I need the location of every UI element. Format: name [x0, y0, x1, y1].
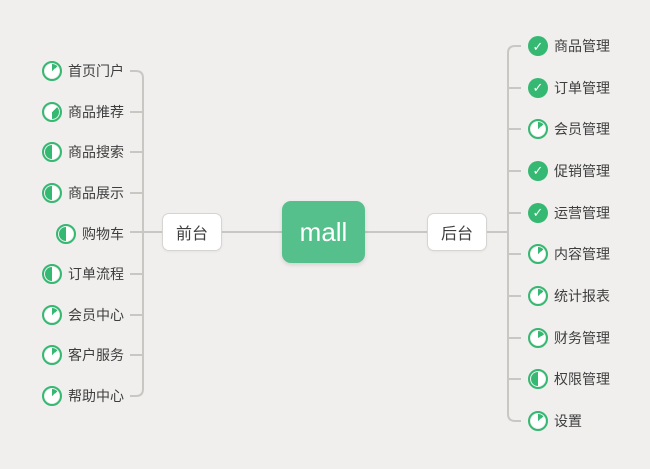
topic-label: 商品推荐 [68, 103, 124, 120]
root-node-mall[interactable]: mall [282, 201, 365, 263]
progress-done-icon: ✓ [528, 36, 548, 56]
frontend-node-label: 前台 [175, 226, 208, 243]
topic-item[interactable]: 权限管理 [528, 369, 610, 390]
progress-pie-icon [528, 285, 548, 306]
progress-done-icon: ✓ [528, 202, 548, 223]
progress-pie-icon [528, 410, 548, 431]
topic-label: 财务管理 [554, 329, 610, 346]
topic-label: 统计报表 [554, 287, 610, 304]
progress-pie-icon [528, 369, 548, 390]
topic-item[interactable]: 会员管理 [528, 119, 610, 140]
topic-label: 权限管理 [554, 371, 610, 388]
progress-done-icon: ✓ [528, 160, 548, 181]
topic-item[interactable]: 购物车 [56, 223, 124, 244]
topic-item[interactable]: ✓ 运营管理 [528, 202, 610, 223]
topic-item[interactable]: 订单流程 [42, 264, 124, 285]
topic-label: 订单管理 [554, 79, 610, 96]
topic-label: 会员中心 [68, 306, 124, 323]
topic-label: 内容管理 [554, 246, 610, 263]
progress-pie-icon [42, 101, 62, 122]
right-branch-connectors [365, 45, 521, 422]
topic-item[interactable]: ✓ 订单管理 [528, 77, 610, 98]
topic-item[interactable]: ✓ 促销管理 [528, 160, 610, 181]
topic-item[interactable]: 商品推荐 [42, 101, 124, 122]
topic-item[interactable]: 统计报表 [528, 285, 610, 306]
topic-label: 商品展示 [68, 184, 124, 201]
topic-item[interactable]: 会员中心 [42, 304, 124, 325]
topic-item[interactable]: 客户服务 [42, 345, 124, 366]
topic-label: 设置 [554, 412, 582, 429]
topic-item[interactable]: 商品搜索 [42, 142, 124, 163]
topic-item[interactable]: 帮助中心 [42, 386, 124, 406]
progress-pie-icon [42, 61, 62, 81]
topic-label: 商品管理 [554, 38, 610, 54]
topic-label: 订单流程 [68, 266, 124, 283]
progress-pie-icon [528, 244, 548, 265]
node-frontend[interactable]: 前台 [162, 213, 222, 251]
frontend-items-list: 首页门户 商品推荐 商品搜索 商品展示 购物车 订单流程 会员中心 客户服务 [18, 61, 124, 406]
topic-label: 帮助中心 [68, 388, 124, 404]
progress-pie-icon [528, 327, 548, 348]
topic-item[interactable]: 商品展示 [42, 182, 124, 203]
progress-done-icon: ✓ [528, 77, 548, 98]
progress-pie-icon [42, 142, 62, 163]
progress-pie-icon [56, 223, 76, 244]
topic-item[interactable]: 内容管理 [528, 244, 610, 265]
node-backend[interactable]: 后台 [427, 213, 487, 251]
topic-item[interactable]: ✓ 商品管理 [528, 36, 610, 56]
topic-label: 商品搜索 [68, 144, 124, 161]
topic-label: 促销管理 [554, 162, 610, 179]
progress-pie-icon [42, 182, 62, 203]
topic-label: 首页门户 [68, 63, 124, 79]
topic-label: 客户服务 [68, 347, 124, 364]
topic-item[interactable]: 首页门户 [42, 61, 124, 81]
progress-pie-icon [42, 264, 62, 285]
topic-label: 购物车 [82, 225, 124, 242]
topic-item[interactable]: 财务管理 [528, 327, 610, 348]
topic-label: 会员管理 [554, 121, 610, 138]
progress-pie-icon [528, 119, 548, 140]
progress-pie-icon [42, 304, 62, 325]
left-branch-connectors [130, 70, 282, 397]
progress-pie-icon [42, 386, 62, 406]
topic-label: 运营管理 [554, 204, 610, 221]
topic-item[interactable]: 设置 [528, 410, 582, 431]
backend-items-list: ✓ 商品管理 ✓ 订单管理 会员管理 ✓ 促销管理 ✓ 运营管理 内容管理 统计… [528, 36, 648, 431]
backend-node-label: 后台 [440, 226, 473, 243]
progress-pie-icon [42, 345, 62, 366]
root-node-label: mall [299, 216, 348, 247]
